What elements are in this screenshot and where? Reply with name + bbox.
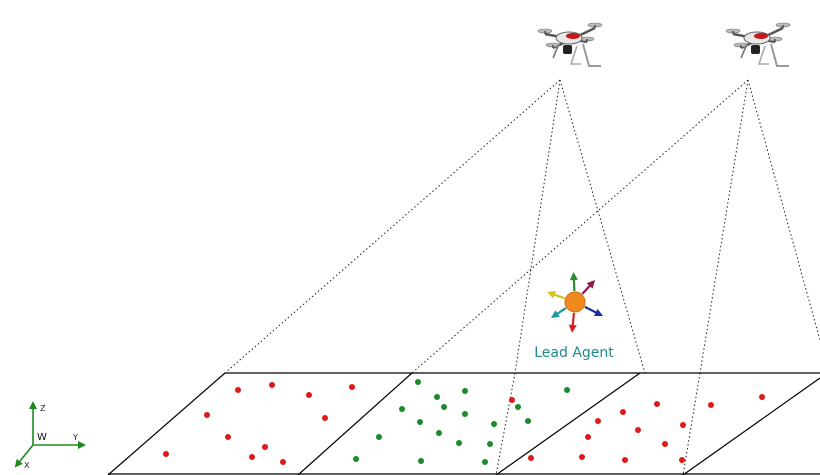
lead-agent-arrow xyxy=(581,280,595,295)
green-agent xyxy=(462,411,468,417)
ground-edge-4 xyxy=(682,377,820,475)
drone-landing-gear xyxy=(569,45,581,65)
drone-landing-gear xyxy=(582,43,601,67)
drone-camera xyxy=(563,45,572,54)
green-agent xyxy=(525,418,531,424)
lead-agent: Lead Agent xyxy=(534,272,614,361)
green-agent xyxy=(399,406,405,412)
drone-landing-gear xyxy=(757,45,769,65)
z-axis-label: Z xyxy=(40,404,46,413)
green-agent xyxy=(564,387,570,393)
red-agent xyxy=(679,457,685,463)
green-agent xyxy=(415,379,421,385)
red-agent xyxy=(759,394,765,400)
drone-landing-gear xyxy=(740,43,748,59)
lead-agent-body xyxy=(564,291,586,313)
fov-line-left-drone-d xyxy=(495,372,516,475)
green-agent xyxy=(418,458,424,464)
red-agent xyxy=(579,454,585,460)
x-axis xyxy=(14,444,34,468)
green-agent xyxy=(434,394,440,400)
red-agent xyxy=(163,451,169,457)
arrow-head xyxy=(551,310,560,318)
fov-line-right-drone-a xyxy=(411,79,749,374)
green-agent xyxy=(436,430,442,436)
fov-line-right-drone-b xyxy=(699,79,749,374)
red-agent xyxy=(235,387,241,393)
red-agent xyxy=(306,392,312,398)
green-agent xyxy=(515,404,521,410)
red-agent xyxy=(322,415,328,421)
fov-line-right-drone-d xyxy=(682,372,701,475)
lead-agent-arrow xyxy=(568,312,577,333)
arrow-head xyxy=(594,308,603,316)
green-agent xyxy=(456,440,462,446)
ground-edge-3 xyxy=(495,372,641,475)
red-agent xyxy=(225,434,231,440)
red-agent xyxy=(509,397,515,403)
ground-edge-1 xyxy=(107,372,226,475)
red-agent xyxy=(622,457,628,463)
green-agent xyxy=(462,388,468,394)
drone-landing-gear xyxy=(552,43,560,59)
red-agent xyxy=(269,382,275,388)
red-agent xyxy=(204,412,210,418)
red-agent xyxy=(662,441,668,447)
green-agent xyxy=(417,419,423,425)
drone-field-of-view xyxy=(224,79,820,475)
red-agent xyxy=(654,401,660,407)
lead-agent-arrow xyxy=(569,272,578,292)
arrow-head xyxy=(569,272,578,281)
red-agent xyxy=(280,459,286,465)
drone-canopy xyxy=(566,33,580,39)
x-axis-label: X xyxy=(24,461,30,470)
lead-agent-arrow xyxy=(547,290,566,300)
green-agent xyxy=(353,456,359,462)
green-agent xyxy=(491,421,497,427)
ground-edge-2 xyxy=(297,372,413,475)
red-agent xyxy=(349,384,355,390)
green-agent xyxy=(482,459,488,465)
red-agent xyxy=(528,455,534,461)
red-agent xyxy=(249,454,255,460)
green-agent xyxy=(376,434,382,440)
green-agent xyxy=(441,404,447,410)
lead-agent-label: Lead Agent xyxy=(534,345,614,361)
drone-right-icon xyxy=(725,22,791,67)
ground-plane xyxy=(107,372,820,475)
red-agent xyxy=(585,434,591,440)
arrow-head xyxy=(547,290,556,299)
fov-line-left-drone-c xyxy=(559,79,646,374)
red-agent xyxy=(620,409,626,415)
world-frame-axes: Z Y X W xyxy=(14,401,86,470)
red-agent xyxy=(635,427,641,433)
arrow-head xyxy=(586,280,595,289)
drone-left-icon xyxy=(537,22,603,67)
y-axis-label: Y xyxy=(72,433,78,442)
world-frame-label: W xyxy=(37,432,47,443)
ground-agents xyxy=(163,379,765,465)
drone-landing-gear xyxy=(770,43,789,67)
drones xyxy=(537,22,791,67)
fov-line-left-drone-b xyxy=(514,79,561,374)
drone-camera xyxy=(751,45,760,54)
red-agent xyxy=(595,418,601,424)
fov-line-left-drone-a xyxy=(224,79,561,374)
lead-agent-arrows xyxy=(547,272,603,333)
red-agent xyxy=(708,402,714,408)
fov-line-right-drone-c xyxy=(747,79,820,341)
lead-agent-arrow xyxy=(551,307,567,318)
drone-canopy xyxy=(754,33,768,39)
red-agent xyxy=(680,422,686,428)
green-agent xyxy=(487,441,493,447)
lead-agent-arrow xyxy=(584,305,603,316)
arrow-head xyxy=(568,324,577,333)
red-agent xyxy=(262,444,268,450)
